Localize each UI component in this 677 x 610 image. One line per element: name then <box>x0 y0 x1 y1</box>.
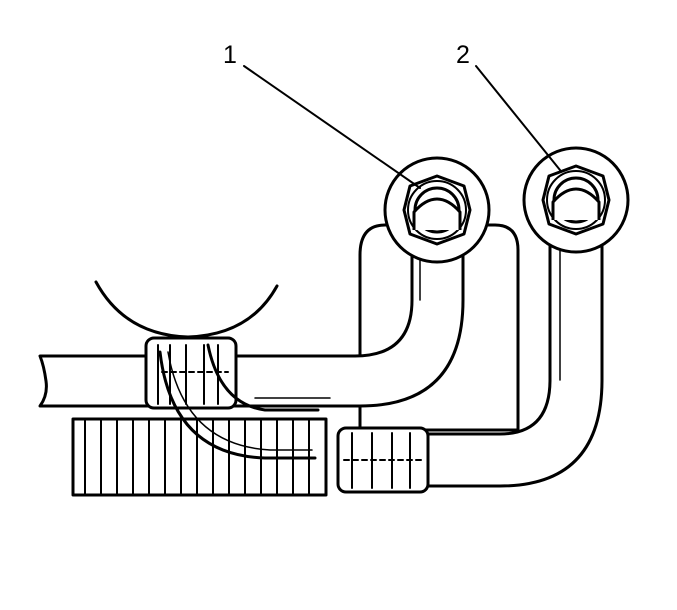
pipe-ends <box>412 187 601 230</box>
left-pipe <box>38 354 152 408</box>
callout-2-leader <box>475 65 561 171</box>
callout-labels: 1 2 <box>223 41 470 69</box>
round-component <box>94 280 279 339</box>
callout-2-label: 2 <box>456 41 470 69</box>
callout-1-leader <box>243 65 421 189</box>
callout-1-label: 1 <box>223 41 237 69</box>
thin-line <box>158 343 320 460</box>
callout-leaders <box>243 65 561 189</box>
line-2-ferrule <box>336 426 430 494</box>
pipe-clamp <box>144 336 238 410</box>
